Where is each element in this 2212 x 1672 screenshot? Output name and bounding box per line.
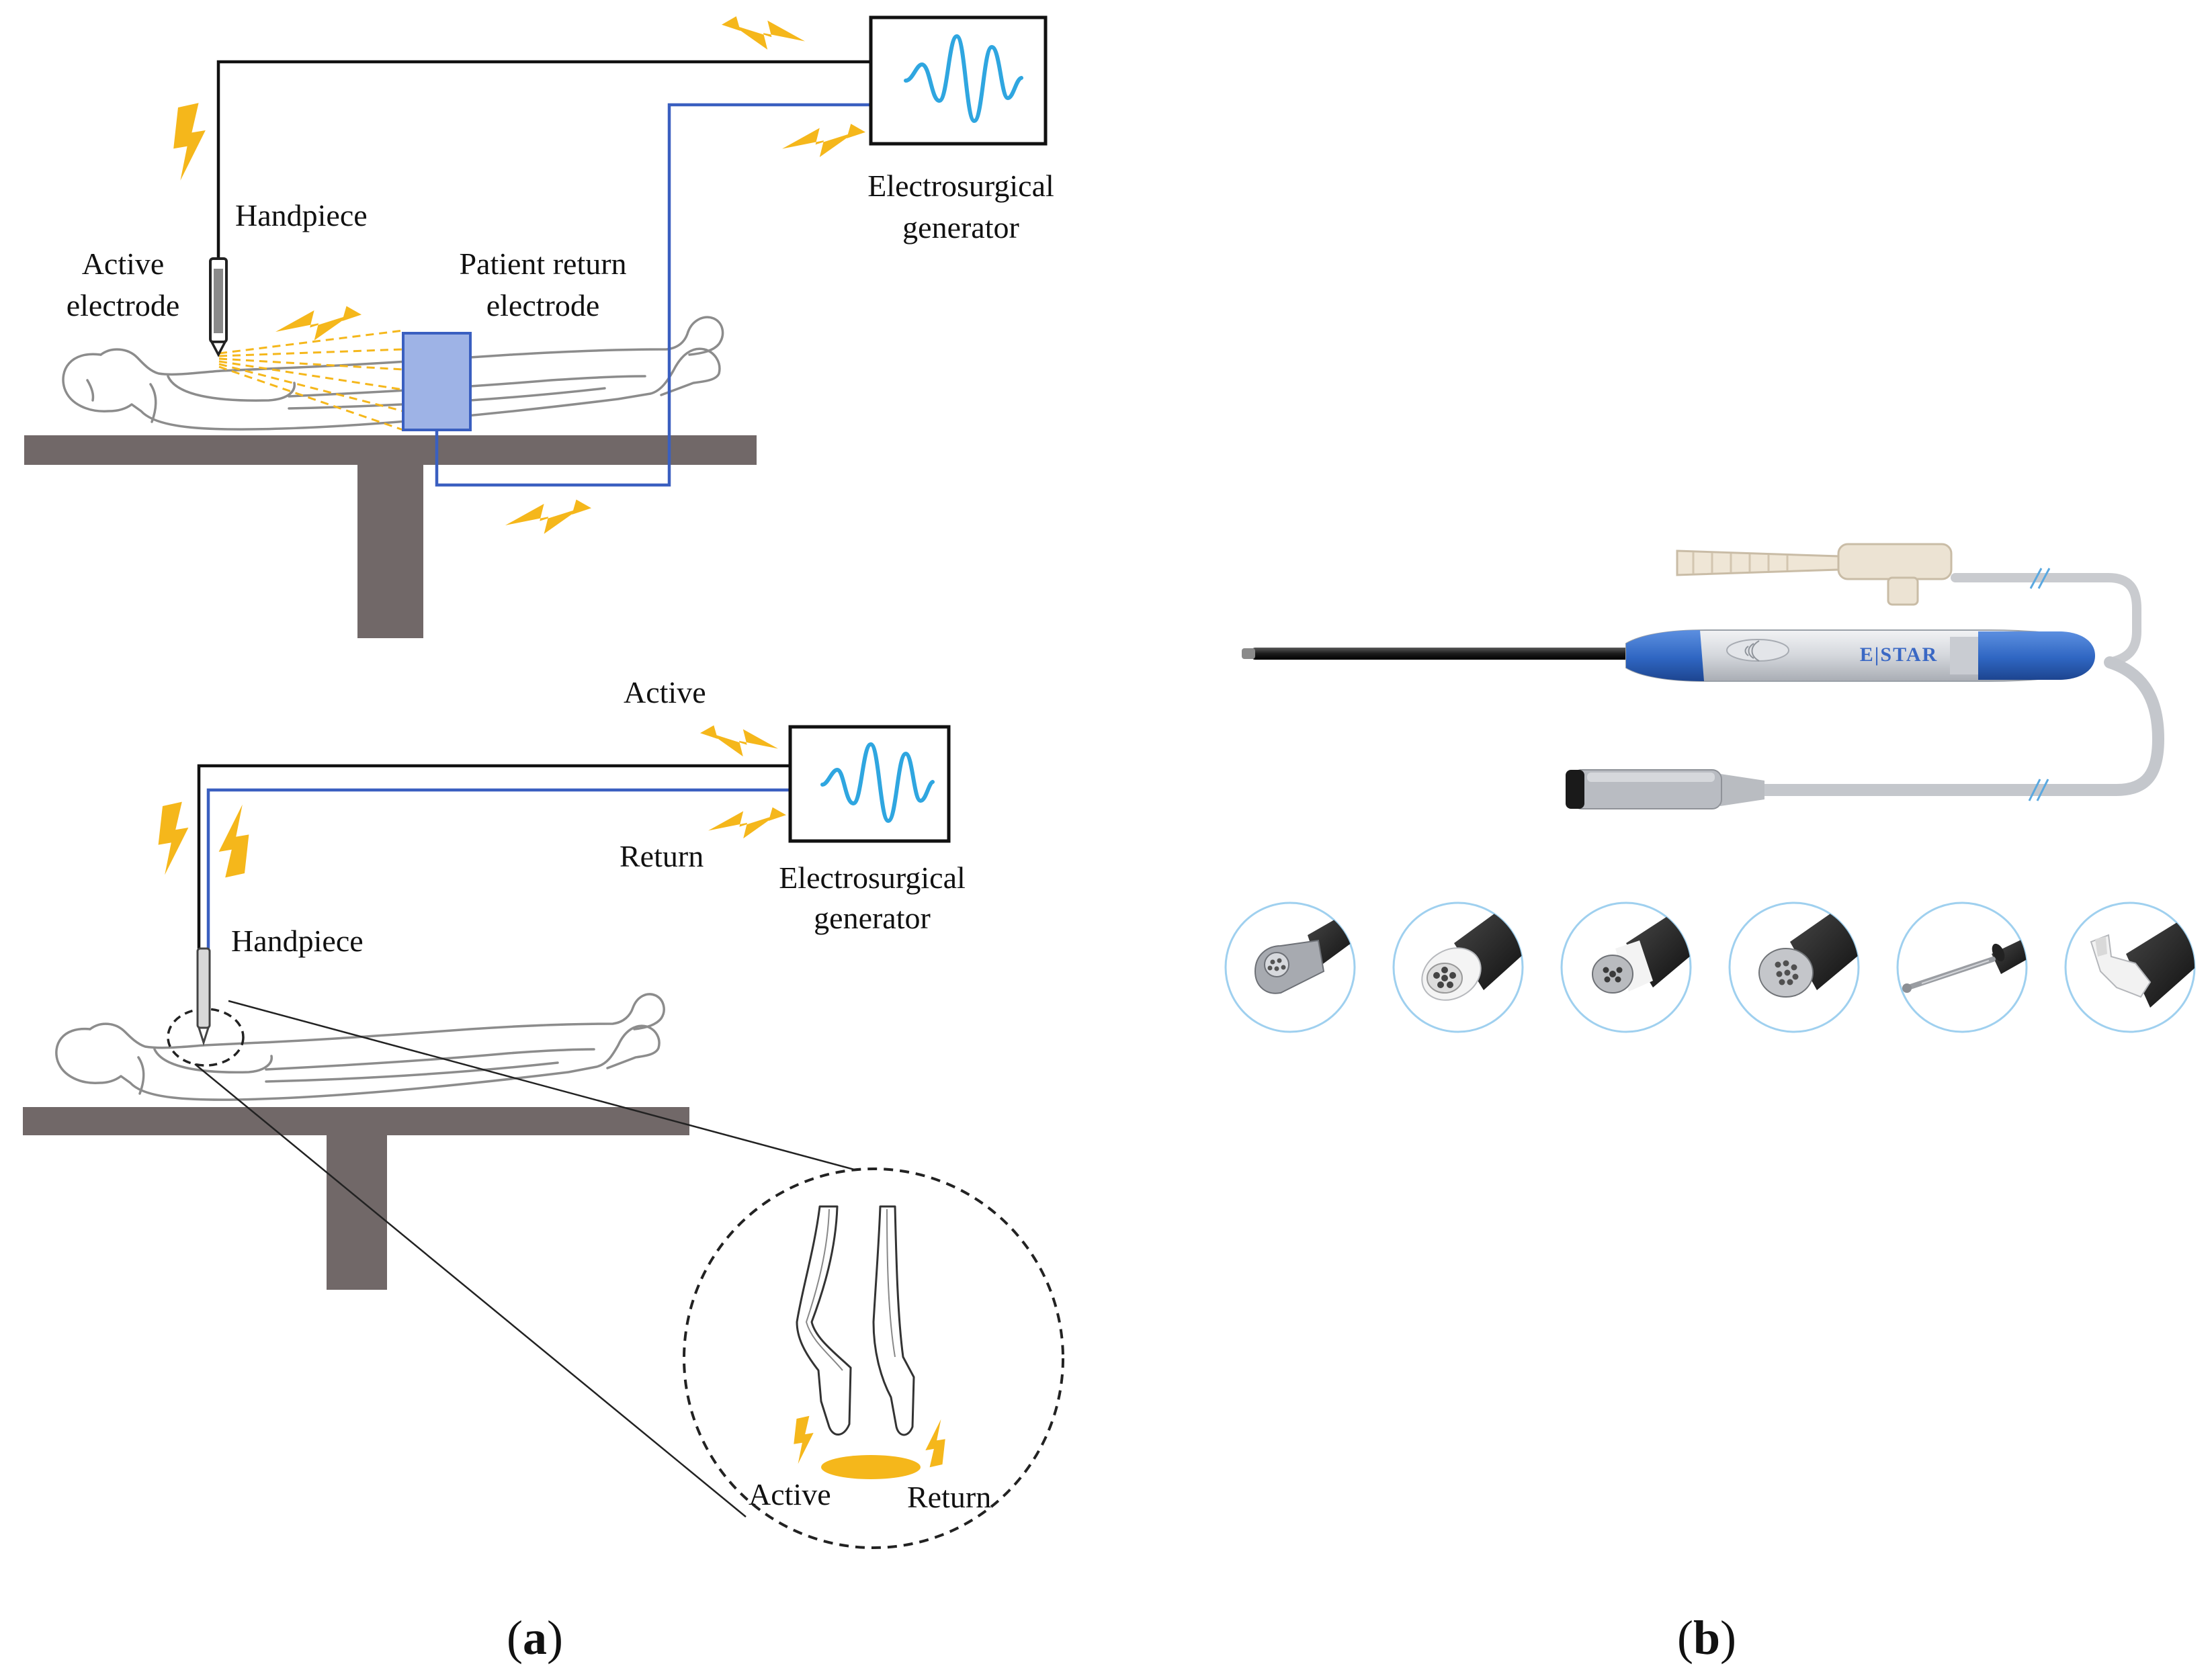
energy-bolt-icon [275, 306, 361, 341]
bipolar-generator [788, 725, 951, 843]
return-electrode-label-line2: electrode [486, 288, 600, 322]
electrode-shaft [1251, 648, 1631, 660]
monopolar-handpiece-label: Handpiece [235, 198, 368, 232]
operating-table-top [24, 435, 757, 465]
energy-bolt-icon [158, 801, 189, 875]
energy-bolt-icon [722, 16, 805, 50]
brand-logo: E|STAR [1860, 644, 1938, 666]
energy-bolt-icon [700, 725, 778, 757]
energy-bolt-icon [505, 499, 591, 534]
active-wire [216, 60, 871, 259]
bipolar-generator-label-line1: Electrosurgical [779, 861, 966, 895]
bipolar-forceps [796, 1205, 915, 1436]
return-electrode-label-line1: Patient return [459, 247, 626, 281]
rf-waveform-icon [820, 742, 935, 824]
electrode-tip [1242, 648, 1255, 659]
current-flow-lines [218, 329, 404, 431]
patient-outline [62, 316, 724, 431]
return-wire-monopolar [435, 103, 871, 487]
wireless-icon [1744, 640, 1760, 662]
power-cable [1566, 656, 2165, 809]
zoom-line [194, 1063, 747, 1517]
operating-table-top [23, 1107, 689, 1135]
monopolar-generator-label-line2: generator [902, 210, 1019, 245]
rf-waveform-icon [904, 34, 1023, 124]
bipolar-active-label: Active [624, 675, 706, 709]
monopolar-diagram: Electrosurgical generator Handpiece Acti… [24, 15, 1054, 638]
electrode-handle: E|STAR [1625, 629, 2095, 682]
tip-variant-5 [1896, 901, 2028, 1033]
bipolar-forceps-zoom [683, 1168, 1064, 1549]
bipolar-handpiece [196, 947, 211, 1046]
bipolar-handpiece-label: Handpiece [231, 924, 364, 958]
bipolar-generator-label-line2: generator [814, 901, 931, 935]
monopolar-generator [869, 15, 1048, 146]
tissue-spot [821, 1455, 921, 1479]
suction-tubing [1676, 543, 2141, 667]
tip-variant-1 [1224, 901, 1356, 1033]
patient-outline [55, 993, 665, 1101]
panel-a-caption: (a) [507, 1611, 563, 1665]
operating-table-leg [357, 465, 423, 638]
tube-connector [1676, 549, 1840, 576]
return-wire-bipolar [206, 788, 790, 949]
patient-return-electrode-pad [402, 332, 472, 431]
tip-variant-2 [1392, 901, 1524, 1033]
zoom-return-label: Return [907, 1480, 991, 1514]
bipolar-diagram: Active Return Electrosurgical generator … [23, 675, 1064, 1549]
tip-variants [1224, 901, 2196, 1033]
zoom-active-label: Active [749, 1477, 831, 1511]
monopolar-handpiece [209, 257, 228, 357]
strain-relief [1720, 774, 1764, 806]
operating-table-leg [327, 1135, 387, 1290]
active-electrode-label-line1: Active [82, 247, 165, 281]
bipolar-electrode-product: E|STAR [1224, 543, 2196, 1033]
tube-clamp [1837, 543, 1953, 580]
monopolar-generator-label-line1: Electrosurgical [867, 169, 1054, 203]
energy-bolt-icon [218, 804, 249, 878]
tip-variant-3 [1560, 901, 1692, 1033]
tip-variant-4 [1728, 901, 1860, 1033]
bipolar-return-label: Return [620, 839, 704, 873]
energy-bolt-icon [173, 103, 206, 181]
tip-variant-6 [2064, 901, 2196, 1033]
active-electrode-label-line2: electrode [67, 288, 180, 322]
energy-bolt-icon [708, 807, 786, 839]
zoom-line [228, 1000, 882, 1178]
activation-button [1726, 639, 1789, 662]
energy-bolt-icon [782, 124, 865, 157]
panel-b-caption: (b) [1677, 1611, 1736, 1665]
active-wire [197, 764, 790, 949]
